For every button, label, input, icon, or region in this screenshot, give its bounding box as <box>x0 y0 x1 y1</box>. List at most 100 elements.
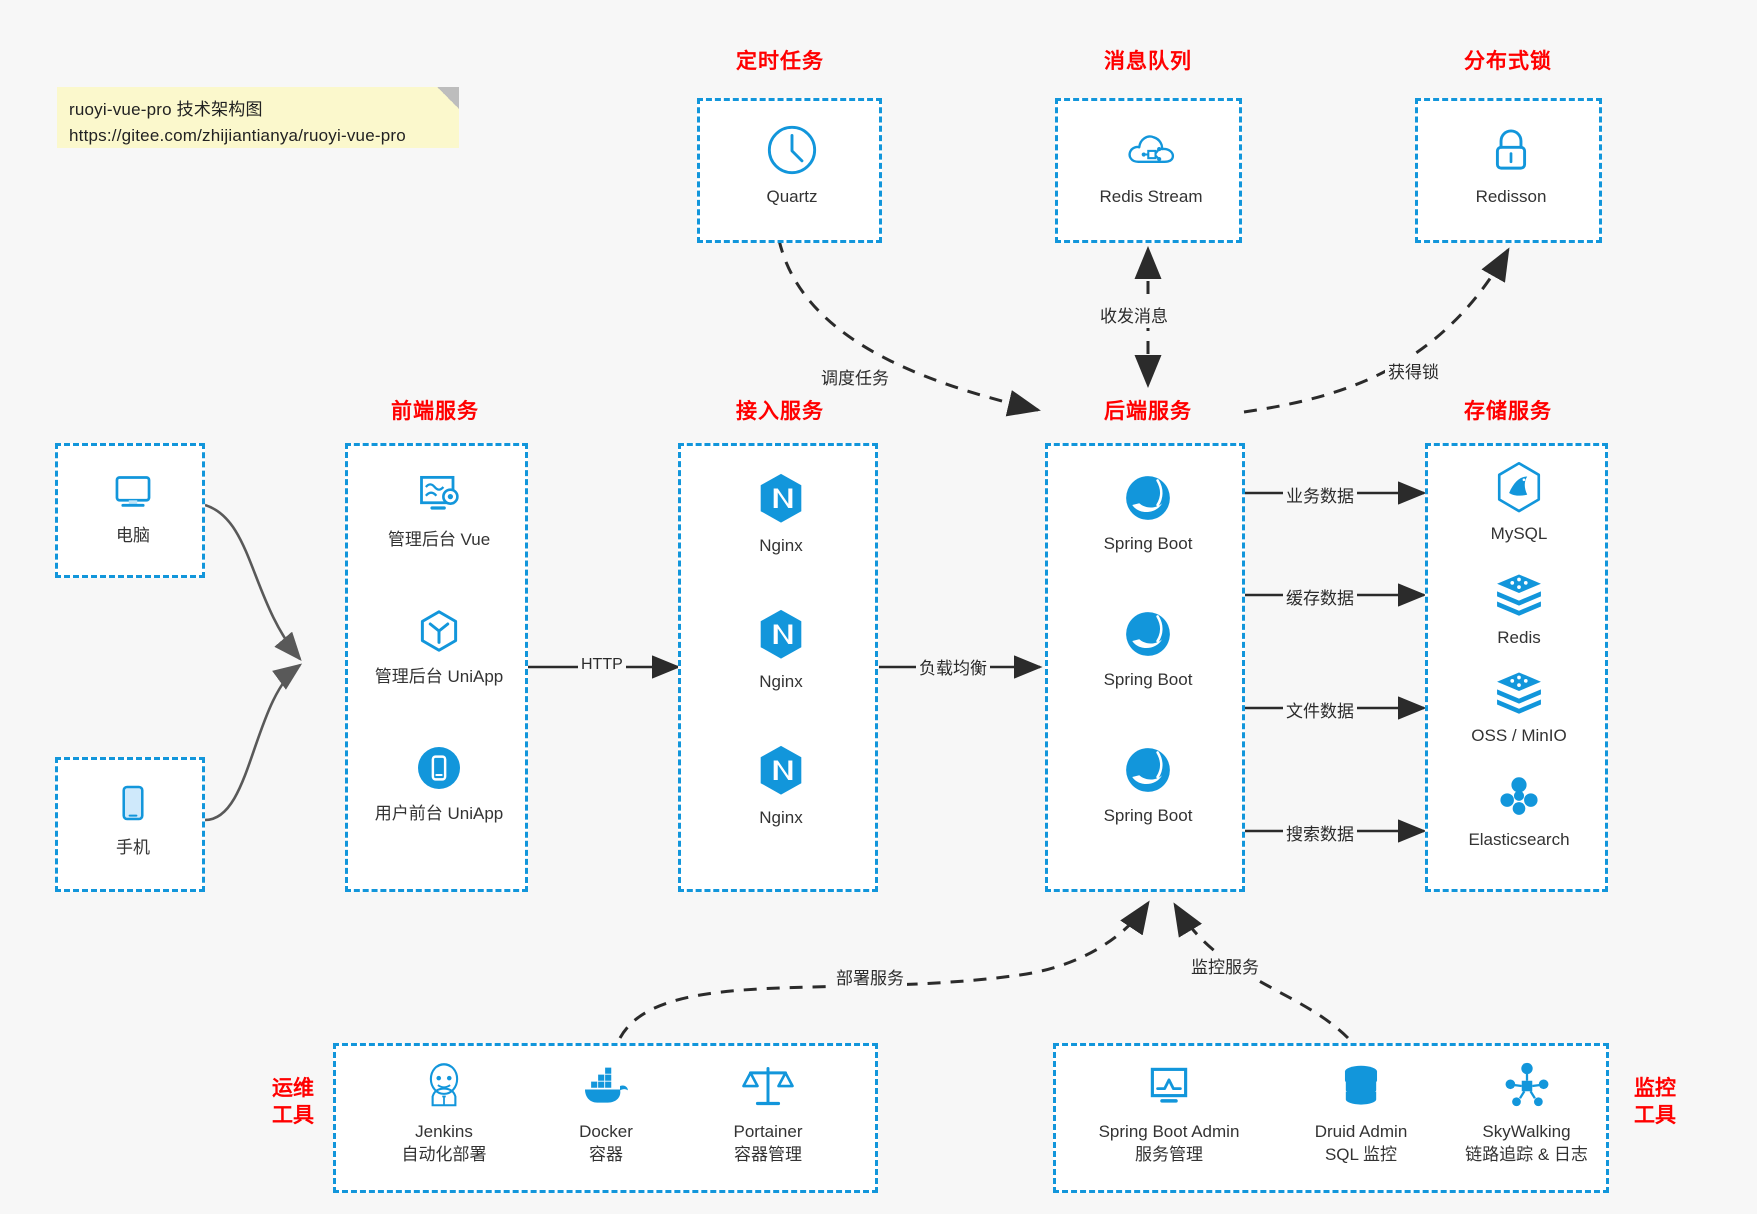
node-sublabel: 服务管理 <box>1135 1144 1203 1164</box>
lock-icon <box>1495 129 1527 170</box>
group-gateway: Nginx Nginx Nginx <box>678 443 878 892</box>
spring-boot-icon <box>1126 612 1170 656</box>
nginx-icon <box>760 473 802 523</box>
node-sublabel: SQL 监控 <box>1324 1144 1398 1164</box>
node-label: 手机 <box>116 838 150 857</box>
node-label: Druid Admin <box>1314 1122 1408 1141</box>
node-redisson[interactable]: Redisson <box>1441 121 1581 209</box>
node-label: Spring Boot <box>1103 670 1193 689</box>
node-computer[interactable]: 电脑 <box>63 464 203 548</box>
node-spring-boot-3[interactable]: Spring Boot <box>1078 742 1218 828</box>
node-label: Nginx <box>759 808 803 827</box>
node-label: Redisson <box>1475 187 1547 206</box>
node-label: Quartz <box>766 187 818 206</box>
group-title-monitor-line1: 监控 <box>1634 1077 1676 1100</box>
group-device-phone: 手机 <box>55 757 205 892</box>
node-label: 用户前台 UniApp <box>374 804 504 823</box>
edge-label-schedule-task: 调度任务 <box>818 363 892 390</box>
node-sublabel: 链路追踪 & 日志 <box>1465 1144 1588 1164</box>
group-device-computer: 电脑 <box>55 443 205 578</box>
node-label: Redis <box>1497 628 1541 647</box>
group-title-frontend: 前端服务 <box>391 400 479 423</box>
node-admin-uniapp[interactable]: 管理后台 UniApp <box>369 603 509 689</box>
mysql-icon <box>1497 461 1541 513</box>
group-title-backend: 后端服务 <box>1104 400 1192 423</box>
node-label: Spring Boot <box>1103 806 1193 825</box>
spring-boot-icon <box>1126 476 1170 520</box>
edge-label-business-data: 业务数据 <box>1283 481 1357 508</box>
group-title-gateway: 接入服务 <box>736 400 824 423</box>
monitor-chart-icon <box>1150 1067 1188 1103</box>
group-title-message-queue: 消息队列 <box>1104 50 1192 73</box>
group-title-devops: 运维 工具 <box>258 1075 328 1130</box>
jenkins-icon <box>429 1063 459 1107</box>
node-label: MySQL <box>1490 524 1548 543</box>
node-docker[interactable]: Docker 容器 <box>536 1058 676 1167</box>
redis-icon <box>1497 574 1541 616</box>
node-admin-vue[interactable]: 管理后台 Vue <box>369 466 509 552</box>
dashboard-icon <box>420 475 459 510</box>
edge-label-search-data: 搜索数据 <box>1283 819 1357 846</box>
group-scheduled-task: Quartz <box>697 98 882 243</box>
node-spring-boot-admin[interactable]: Spring Boot Admin 服务管理 <box>1074 1058 1264 1167</box>
node-redis[interactable]: Redis <box>1449 566 1589 650</box>
group-title-monitor: 监控 工具 <box>1620 1075 1690 1130</box>
node-sublabel: 容器 <box>589 1144 623 1164</box>
cloud-stream-icon <box>1128 135 1175 163</box>
node-elasticsearch[interactable]: Elasticsearch <box>1449 768 1589 852</box>
node-oss-minio[interactable]: OSS / MinIO <box>1449 664 1589 748</box>
node-quartz[interactable]: Quartz <box>722 121 862 209</box>
nginx-icon <box>760 609 802 659</box>
edge-label-load-balance: 负载均衡 <box>916 653 990 680</box>
node-phone[interactable]: 手机 <box>63 776 203 860</box>
node-label: Nginx <box>759 672 803 691</box>
node-label: SkyWalking <box>1482 1122 1571 1141</box>
node-druid-admin[interactable]: Druid Admin SQL 监控 <box>1286 1058 1436 1167</box>
skywalking-icon <box>1505 1062 1548 1107</box>
node-label: Nginx <box>759 536 803 555</box>
node-label: 管理后台 Vue <box>387 530 491 549</box>
node-jenkins[interactable]: Jenkins 自动化部署 <box>374 1058 514 1167</box>
group-backend: Spring Boot Spring Boot Spring Boot <box>1045 443 1245 892</box>
node-label: Jenkins <box>415 1122 473 1141</box>
group-title-storage: 存储服务 <box>1464 400 1552 423</box>
node-label: Portainer <box>733 1122 803 1141</box>
group-title-monitor-line2: 工具 <box>1634 1104 1676 1128</box>
cube-icon <box>420 610 458 652</box>
note-title: ruoyi-vue-pro 技术架构图 <box>69 100 263 119</box>
node-nginx-1[interactable]: Nginx <box>711 470 851 558</box>
node-label: Spring Boot Admin <box>1098 1122 1240 1141</box>
group-monitor: Spring Boot Admin 服务管理 Druid Admin SQL 监… <box>1053 1043 1609 1193</box>
node-nginx-3[interactable]: Nginx <box>711 742 851 830</box>
group-title-distributed-lock: 分布式锁 <box>1464 50 1552 73</box>
edge-label-http: HTTP <box>578 655 626 675</box>
group-title-scheduled-task: 定时任务 <box>736 50 824 73</box>
app-icon <box>418 747 460 789</box>
node-nginx-2[interactable]: Nginx <box>711 606 851 694</box>
node-spring-boot-2[interactable]: Spring Boot <box>1078 606 1218 692</box>
edge-label-acquire-lock: 获得锁 <box>1385 357 1442 384</box>
edge-label-monitor-service: 监控服务 <box>1188 952 1262 979</box>
node-portainer[interactable]: Portainer 容器管理 <box>698 1058 838 1167</box>
group-distributed-lock: Redisson <box>1415 98 1602 243</box>
node-label: OSS / MinIO <box>1471 726 1567 745</box>
group-message-queue: Redis Stream <box>1055 98 1242 243</box>
node-label: Elasticsearch <box>1468 830 1570 849</box>
mobile-icon <box>122 785 144 821</box>
edge-label-file-data: 文件数据 <box>1283 696 1357 723</box>
node-redis-stream[interactable]: Redis Stream <box>1081 121 1221 209</box>
diagram-note: ruoyi-vue-pro 技术架构图 https://gitee.com/zh… <box>57 87 459 148</box>
node-spring-boot-1[interactable]: Spring Boot <box>1078 470 1218 556</box>
edge-label-deploy-service: 部署服务 <box>833 963 907 990</box>
elasticsearch-icon <box>1500 777 1538 815</box>
edge-label-cache-data: 缓存数据 <box>1283 583 1357 610</box>
redis-icon <box>1497 672 1541 714</box>
group-frontend: 管理后台 Vue 管理后台 UniApp 用户前台 UniApp <box>345 443 528 892</box>
node-mysql[interactable]: MySQL <box>1449 460 1589 546</box>
node-skywalking[interactable]: SkyWalking 链路追踪 & 日志 <box>1444 1058 1609 1167</box>
note-fold-corner <box>437 87 459 109</box>
group-devops: Jenkins 自动化部署 Docker 容器 <box>333 1043 878 1193</box>
monitor-icon <box>115 476 151 507</box>
node-user-uniapp[interactable]: 用户前台 UniApp <box>369 740 509 826</box>
group-title-devops-line2: 工具 <box>272 1104 314 1128</box>
